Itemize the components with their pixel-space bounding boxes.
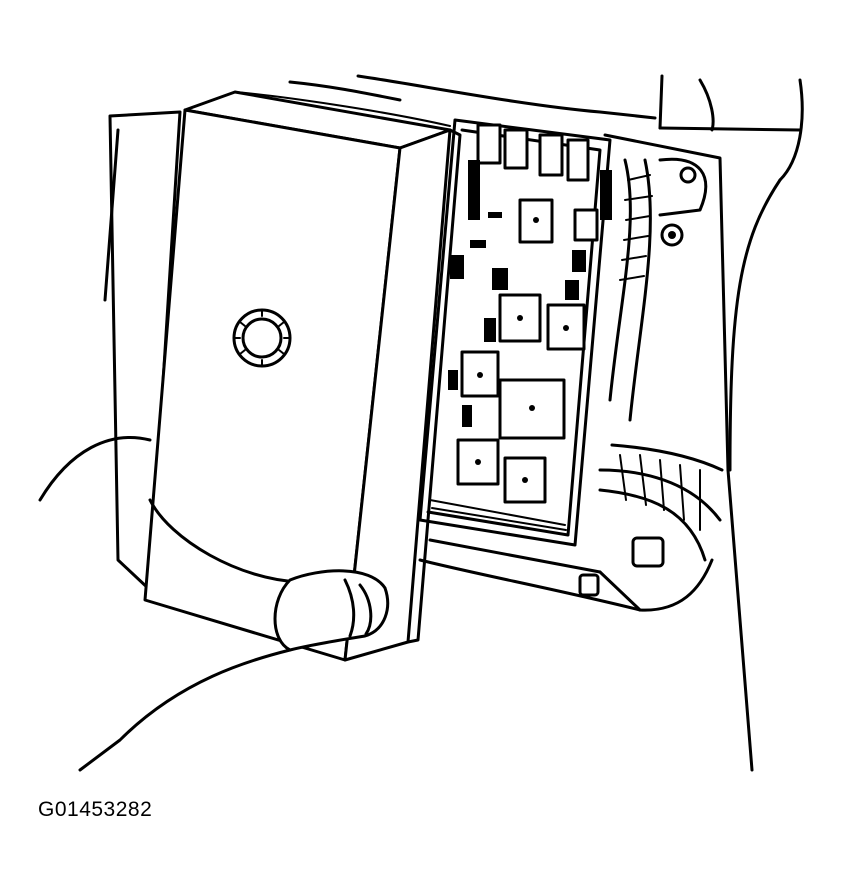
fuse-block-cover	[103, 90, 462, 662]
vehicle-panel	[288, 74, 804, 772]
figure-code: G01453282	[38, 798, 153, 821]
relay-2	[573, 208, 599, 242]
cover-knob-icon	[232, 308, 292, 368]
hand	[38, 436, 390, 772]
relay-6	[456, 438, 500, 486]
relay-group	[448, 198, 599, 504]
wiring-harness	[598, 157, 722, 562]
